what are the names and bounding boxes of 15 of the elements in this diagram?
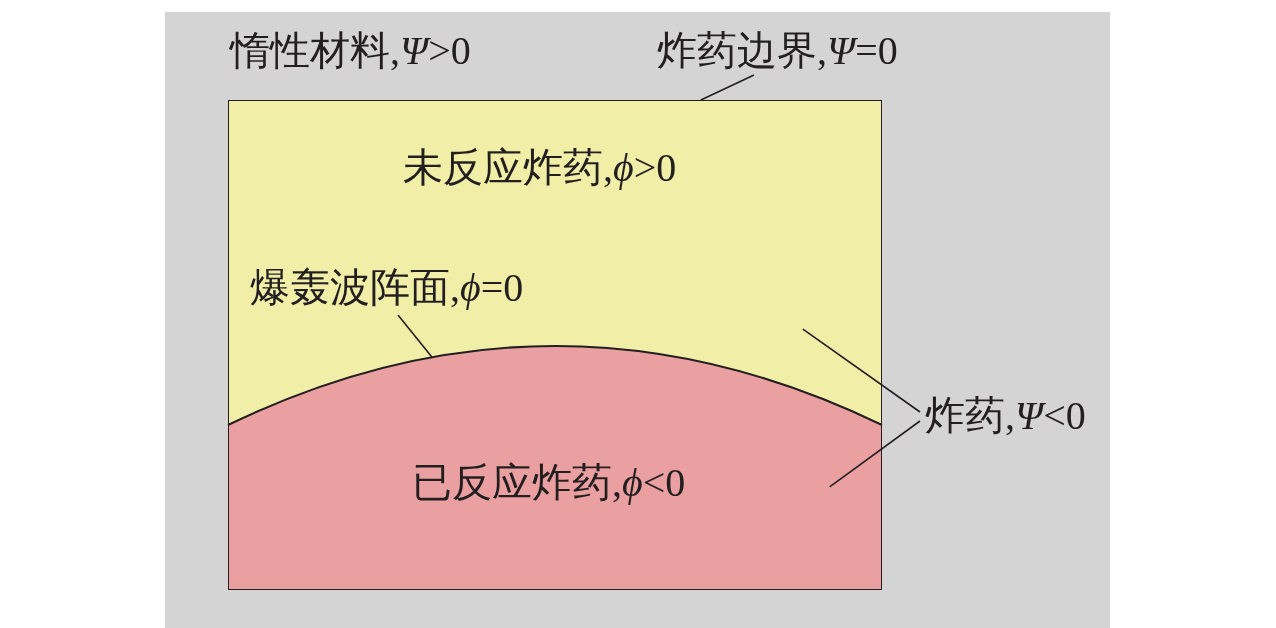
region-label: 已反应炸药,ϕ<0 (412, 459, 686, 507)
callout-label: 炸药边界,Ψ=0 (657, 27, 898, 75)
detonation-front-curve (228, 344, 882, 426)
unreacted-explosive-region (228, 100, 882, 425)
inert-material-region (165, 12, 1110, 628)
region-label: 未反应炸药,ϕ>0 (403, 144, 677, 192)
leader-line (397, 314, 433, 358)
region-label: 惰性材料,Ψ>0 (230, 27, 471, 75)
leader-line (828, 420, 921, 488)
leader-line (700, 74, 755, 101)
reacted-explosive-region (228, 344, 882, 590)
explosive-boundary-frame (228, 100, 882, 590)
leader-line (802, 328, 921, 413)
callout-label: 炸药,Ψ<0 (925, 392, 1086, 440)
callout-label: 爆轰波阵面,ϕ=0 (250, 264, 524, 312)
